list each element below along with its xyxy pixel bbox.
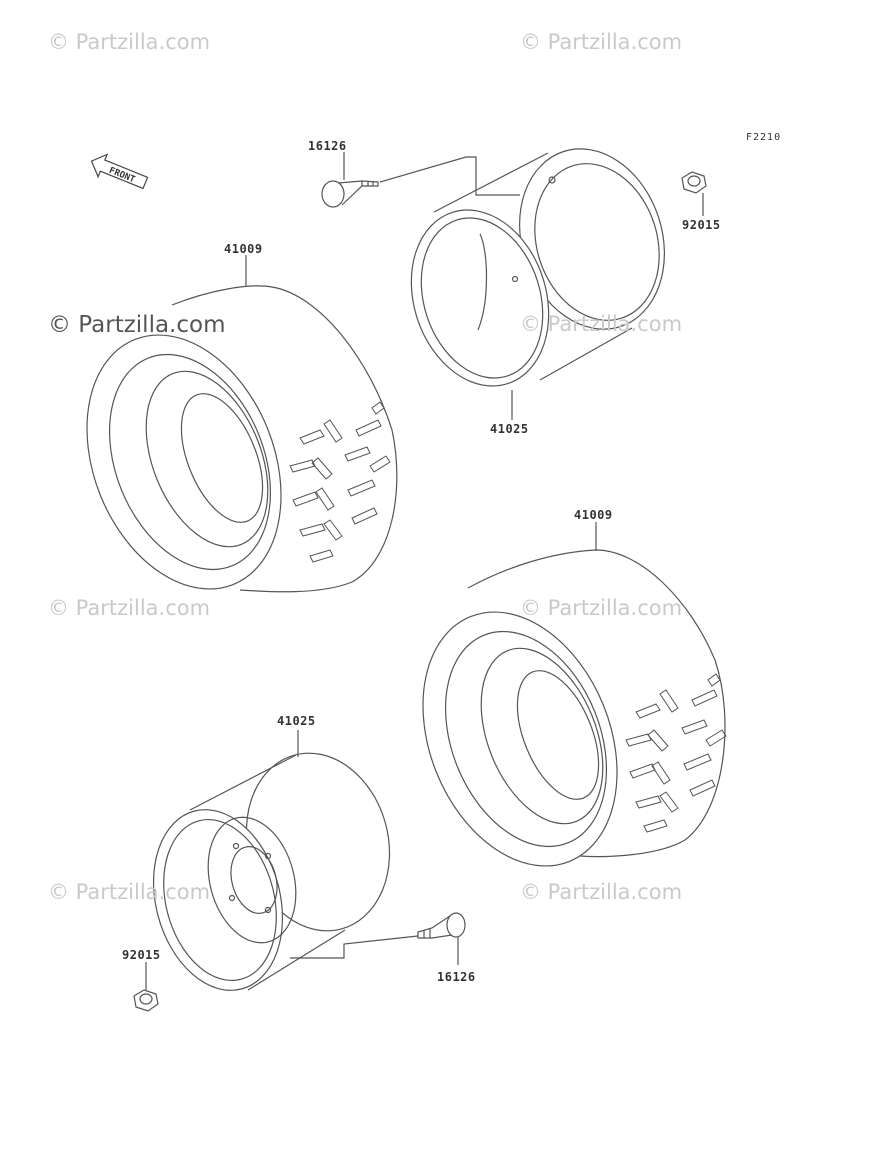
rim-bottom[interactable] [134, 737, 409, 1005]
part-label-rim-top[interactable]: 41025 [490, 422, 529, 436]
rim-top[interactable] [389, 130, 687, 404]
front-arrow-icon: FRONT [90, 153, 149, 190]
watermark: © Partzilla.com [520, 880, 683, 904]
watermark: © Partzilla.com [48, 30, 211, 54]
figure-code: F2210 [746, 132, 782, 143]
part-label-tire-right[interactable]: 41009 [574, 508, 613, 522]
watermark: © Partzilla.com [520, 312, 683, 336]
tire-right[interactable] [387, 549, 727, 895]
valve-stem-bottom[interactable] [417, 912, 466, 939]
valve-stem-top[interactable] [321, 180, 379, 208]
watermark: © Partzilla.com [48, 596, 211, 620]
tread-pattern-right [625, 673, 727, 833]
part-label-nut-bottom[interactable]: 92015 [122, 948, 161, 962]
lug-nut-bottom[interactable] [133, 989, 159, 1012]
tire-left[interactable] [51, 285, 398, 618]
part-label-valve-top[interactable]: 16126 [308, 139, 347, 153]
watermark: © Partzilla.com [520, 30, 683, 54]
watermark: © Partzilla.com [520, 596, 683, 620]
tread-pattern-left [289, 401, 391, 563]
watermark: © Partzilla.com [48, 880, 211, 904]
watermark: © Partzilla.com [48, 312, 226, 338]
lug-nut-top[interactable] [681, 171, 707, 194]
part-label-valve-bottom[interactable]: 16126 [437, 970, 476, 984]
part-label-rim-bottom[interactable]: 41025 [277, 714, 316, 728]
part-label-nut-top[interactable]: 92015 [682, 218, 721, 232]
part-label-tire-left[interactable]: 41009 [224, 242, 263, 256]
